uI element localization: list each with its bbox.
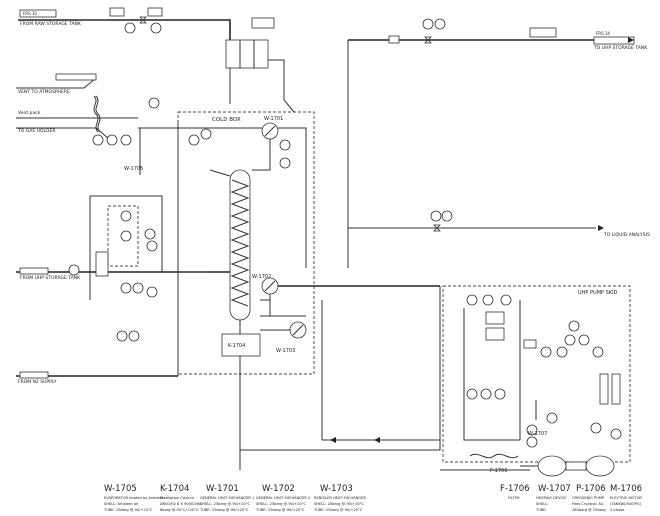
vent-atmosphere-label: VENT TO ATMOSPHERE <box>18 89 70 95</box>
legend-tag-w-1705: W-1705 <box>104 484 137 494</box>
legend-tube-w-1703: TUBE: 25barg @-90/+20°C <box>313 508 363 512</box>
legend-tube-w-1701: TUBE: 25barg @-90/+20°C <box>199 508 249 512</box>
legend-desc-f-1706: FILTER <box>508 496 520 500</box>
legend-tube-p-1706: 280barg @ 25barg <box>572 508 606 512</box>
f-1706-tag: F-1706 <box>490 468 507 474</box>
legend-tube-m-1706: 3 phase <box>610 508 625 512</box>
vent-pack-label: Vent pack <box>18 110 41 116</box>
heater-block <box>599 373 609 405</box>
legend-shell-m-1706: (TANK80/500/PG) <box>610 502 642 506</box>
legend-tag-k-1704: K-1704 <box>160 484 189 494</box>
to-liquid-analysis-label: TO LIQUID ANALYSIS <box>603 232 650 238</box>
m-1706-motor <box>585 455 615 477</box>
return-line-bottom <box>240 286 441 451</box>
cold-box-label: COLD BOX <box>212 117 241 123</box>
legend-shell-p-1706: Fees Cryotcoc AG <box>572 502 604 506</box>
w-1701-tag: W-1701 <box>264 116 283 122</box>
legend-shell-w-1707: SHELL: <box>536 502 548 506</box>
raw-feed-valve-icon <box>139 16 147 24</box>
f-1706-filter-coil <box>469 453 519 459</box>
legend-desc-m-1706: ELECTRIC MOTOR <box>610 496 642 500</box>
legend-tube-w-1702: TUBE: 25barg @-90/+20°C <box>255 508 305 512</box>
legend-tube-w-1705: TUBE: 25barg @-90/+20°C <box>103 508 153 512</box>
legend-desc-w-1701: GENERAL HEAT EXCHANGER 1 <box>200 496 254 500</box>
vent-flex-hose <box>95 95 101 133</box>
w-1703-tag: W-1703 <box>276 348 295 354</box>
from-uhp-storage-label: FROM UHP STORAGE TANK <box>20 275 81 281</box>
vaporiser-block <box>95 251 109 277</box>
legend-desc-p-1706: CRYOGENIC PUMP <box>572 496 605 500</box>
skid-label: UHP PUMP SKID <box>578 290 618 296</box>
to-uhp-storage-label: TO UHP STORAGE TANK <box>593 45 648 51</box>
p-1706-pump <box>537 455 567 477</box>
legend-shell-w-1703: SHELL: 25barg @-90/+20°C <box>314 502 365 506</box>
from-raw-storage-label: FROM RAW STORAGE TANK <box>20 21 82 27</box>
raw-feed-instrument <box>124 22 136 34</box>
inlet-filter-block <box>225 39 269 69</box>
legend-desc-w-1703: REBOILER HEAT EXCHANGER <box>314 496 366 500</box>
to-gas-holder-label: TO GAS HOLDER <box>17 128 55 134</box>
legend-shell-k-1704: Ø600/H2 8 X 9000/260 <box>160 501 202 506</box>
legend-tag-w-1702: W-1702 <box>262 484 295 494</box>
raw-tank-tag: FRS 10 <box>23 11 37 16</box>
legend-tag-w-1707: W-1707 <box>538 484 571 494</box>
w-1707-tag: W-1707 <box>528 431 547 437</box>
legend-shell-w-1702: SHELL: 25barg @-90/+20°C <box>256 502 307 506</box>
legend-tube-k-1704: 6barg @-90°C/+20°C <box>160 508 199 512</box>
k-1704-tag: K-1704 <box>228 343 245 349</box>
uhp-product-valve-icon <box>424 36 432 44</box>
legend-tube-w-1707: TUBE: <box>535 508 547 512</box>
legend-desc-w-1702: GENERAL HEAT EXCHANGER 2 <box>256 496 310 500</box>
uhp-pump-skid-boundary <box>442 285 631 463</box>
k-1704-reboiler-vessel <box>221 333 261 357</box>
legend-desc-k-1704: Distillation Column <box>160 496 194 500</box>
legend-desc-w-1707: HEATING DEVICE <box>536 496 567 500</box>
from-n2-supply-label: FROM N2 SUPPLY <box>18 379 57 385</box>
column-packing <box>230 179 250 307</box>
legend-tag-f-1706: F-1706 <box>500 484 530 494</box>
legend-desc-w-1705: EVAPORATOR heated by Ambient <box>104 496 164 500</box>
raw-tank-tag-box <box>19 9 57 18</box>
legend-shell-w-1705: SHELL: Ambient air <box>104 502 139 506</box>
analysis-valve-icon <box>433 224 441 232</box>
w-1702-tag: W-1702 <box>252 274 271 280</box>
legend-tag-p-1706: P-1706 <box>576 484 606 494</box>
legend-tag-m-1706: M-1706 <box>610 484 642 494</box>
w-1705-tag: W-1705 <box>124 166 143 172</box>
legend-tag-w-1701: W-1701 <box>206 484 239 494</box>
vent-atmosphere-line <box>16 77 97 89</box>
uhp-tank-tag: FRS 14 <box>596 31 610 36</box>
legend-shell-w-1701: SHELL: 25barg @-90/+20°C <box>200 502 251 506</box>
equipment-legend: W-1705 EVAPORATOR heated by Ambient SHEL… <box>103 484 642 512</box>
legend-tag-w-1703: W-1703 <box>320 484 353 494</box>
